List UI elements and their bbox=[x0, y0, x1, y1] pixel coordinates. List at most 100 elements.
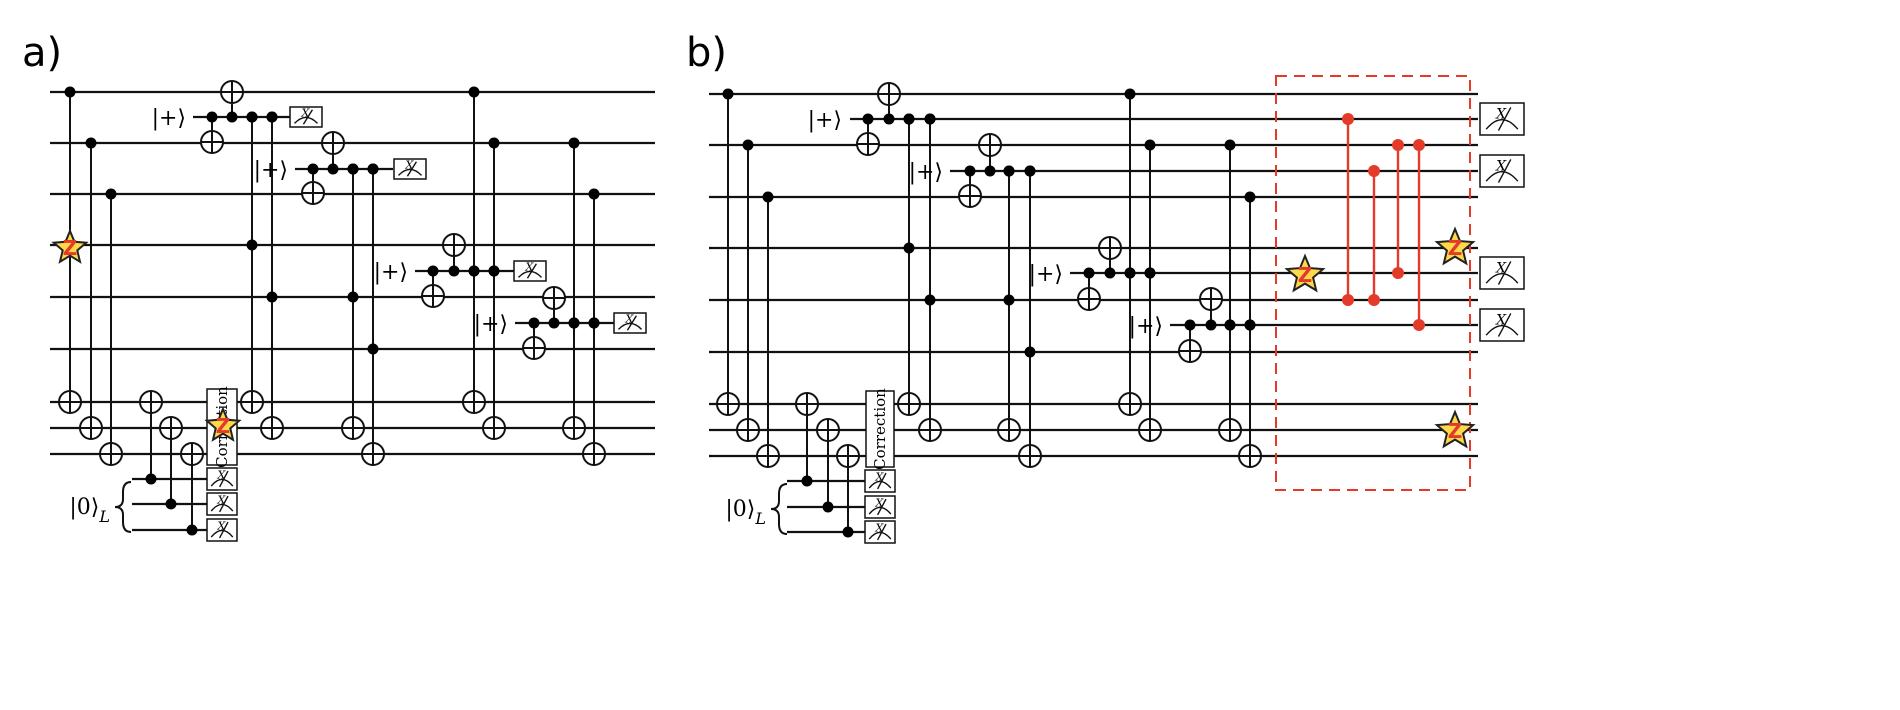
meter-label: X bbox=[524, 261, 534, 274]
cnot-target bbox=[361, 442, 385, 466]
ancilla-brace bbox=[770, 483, 788, 535]
control-dot bbox=[1224, 319, 1236, 331]
control-dot bbox=[1144, 139, 1156, 151]
control-dot bbox=[528, 317, 540, 329]
meter-label: X bbox=[624, 313, 634, 326]
control-dot bbox=[347, 291, 359, 303]
control-dot bbox=[801, 475, 813, 487]
control-dot bbox=[722, 88, 734, 100]
x-measurement-meter: X bbox=[1479, 256, 1525, 290]
red-cz-dot bbox=[1413, 139, 1425, 151]
meter-arc bbox=[868, 506, 892, 515]
meter-arc bbox=[397, 168, 423, 176]
cnot-target bbox=[1098, 236, 1122, 260]
control-dot bbox=[924, 113, 936, 125]
control-dot bbox=[1244, 191, 1256, 203]
cnot-target bbox=[1178, 339, 1202, 363]
control-dot bbox=[1184, 319, 1196, 331]
meter-needle bbox=[1497, 313, 1512, 337]
meter-label: X bbox=[300, 107, 310, 120]
meter-arc bbox=[1485, 170, 1519, 182]
ket-plus-label: |+⟩ bbox=[254, 158, 288, 183]
panel-a-label: a) bbox=[22, 30, 62, 76]
control-dot bbox=[822, 501, 834, 513]
meter-needle bbox=[1497, 159, 1512, 183]
red-cz-dot bbox=[1392, 139, 1404, 151]
star-label: Z bbox=[1298, 263, 1313, 287]
control-dot bbox=[984, 165, 996, 177]
x-measurement-meter: X bbox=[393, 158, 427, 180]
cnot-target bbox=[836, 444, 860, 468]
cnot-target bbox=[997, 418, 1021, 442]
control-dot bbox=[903, 242, 915, 254]
meter-arc bbox=[210, 478, 234, 487]
star-label: Z bbox=[63, 236, 78, 260]
cnot-target bbox=[1199, 287, 1223, 311]
control-dot bbox=[1083, 267, 1095, 279]
x-measurement-meter: X bbox=[1479, 102, 1525, 136]
control-dot bbox=[568, 317, 580, 329]
meter-needle bbox=[876, 472, 887, 490]
cnot-target bbox=[877, 82, 901, 106]
control-dot bbox=[862, 113, 874, 125]
meter-arc bbox=[1485, 272, 1519, 284]
meter-label: X bbox=[216, 494, 226, 507]
meter-arc bbox=[517, 270, 543, 278]
cnot-target bbox=[79, 416, 103, 440]
star-shape bbox=[1284, 253, 1326, 293]
control-dot bbox=[468, 86, 480, 98]
meter-needle bbox=[1497, 107, 1512, 131]
meter-needle bbox=[218, 521, 229, 539]
meter-arc bbox=[210, 529, 234, 538]
cnot-target bbox=[442, 233, 466, 257]
cnot-target bbox=[159, 416, 183, 440]
control-dot bbox=[1003, 294, 1015, 306]
cnot-target bbox=[180, 442, 204, 466]
logical-zero-subscript: L bbox=[754, 509, 766, 528]
meter-label: X bbox=[874, 471, 884, 484]
cnot-target bbox=[482, 416, 506, 440]
red-cz-dot bbox=[1342, 113, 1354, 125]
red-cz-dot bbox=[1392, 267, 1404, 279]
meter-arc bbox=[1485, 118, 1519, 130]
meter-arc bbox=[868, 480, 892, 489]
cnot-target bbox=[321, 131, 345, 155]
meter-label: X bbox=[874, 497, 884, 510]
control-dot bbox=[1003, 165, 1015, 177]
control-dot bbox=[924, 294, 936, 306]
control-dot bbox=[145, 473, 157, 485]
cnot-target bbox=[958, 184, 982, 208]
meter-label: X bbox=[1495, 260, 1507, 276]
control-dot bbox=[165, 498, 177, 510]
cnot-target bbox=[1218, 418, 1242, 442]
cnot-target bbox=[1077, 287, 1101, 311]
meter-needle bbox=[218, 470, 229, 488]
star-shape bbox=[1434, 409, 1476, 449]
control-dot bbox=[1024, 346, 1036, 358]
meter-box bbox=[1479, 102, 1525, 136]
ket-plus-label: |+⟩ bbox=[374, 260, 408, 285]
star-label: Z bbox=[216, 414, 231, 438]
cnot-target bbox=[582, 442, 606, 466]
x-measurement-meter: X bbox=[613, 312, 647, 334]
star-label: Z bbox=[1448, 236, 1463, 260]
cnot-target bbox=[897, 392, 921, 416]
x-measurement-meter: X bbox=[864, 469, 896, 493]
cnot-target bbox=[816, 418, 840, 442]
control-dot bbox=[588, 317, 600, 329]
cnot-target bbox=[1238, 444, 1262, 468]
control-dot bbox=[246, 239, 258, 251]
correction-box: Correction bbox=[865, 388, 895, 470]
star-label: Z bbox=[1448, 419, 1463, 443]
control-dot bbox=[448, 265, 460, 277]
control-dot bbox=[246, 111, 258, 123]
control-dot bbox=[1244, 319, 1256, 331]
control-dot bbox=[347, 163, 359, 175]
ket-plus-label: |+⟩ bbox=[474, 312, 508, 337]
cnot-target bbox=[462, 390, 486, 414]
control-dot bbox=[964, 165, 976, 177]
control-dot bbox=[186, 524, 198, 536]
control-dot bbox=[488, 265, 500, 277]
ket-plus-label: |+⟩ bbox=[808, 108, 842, 133]
control-dot bbox=[367, 343, 379, 355]
